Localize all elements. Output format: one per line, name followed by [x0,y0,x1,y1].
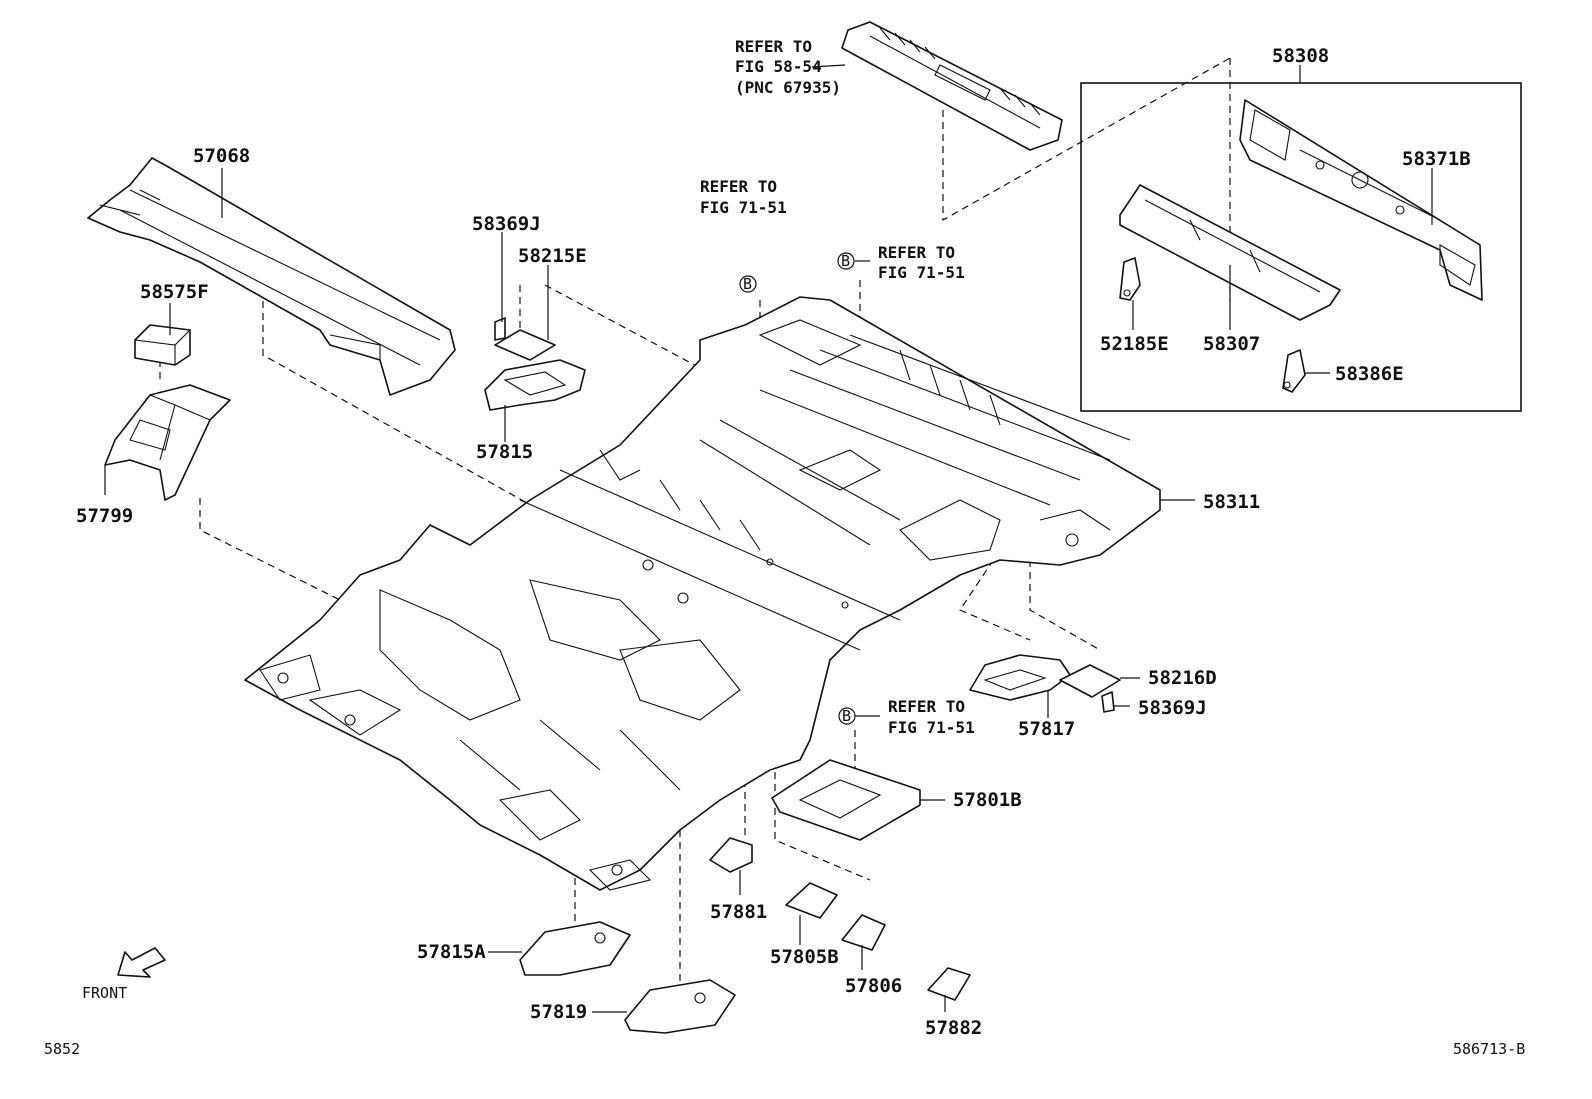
bracket-part-57799 [104,384,231,501]
rear-floor-pan-part-58311 [244,296,1161,891]
callout-57805B[interactable]: 57805B [770,946,839,968]
cross-member-part-57068 [87,157,456,396]
callout-58307[interactable]: 58307 [1203,333,1260,355]
callout-58386E[interactable]: 58386E [1335,363,1404,385]
callout-leaders [104,64,1433,1013]
svg-text:(PNC 67935): (PNC 67935) [735,78,841,97]
svg-text:FIG 71-51: FIG 71-51 [888,718,975,737]
ref-marker-right: B [837,252,855,270]
bracket-part-58386E [1282,349,1306,393]
callout-58575F[interactable]: 58575F [140,281,209,303]
front-arrow-icon [117,947,166,978]
svg-text:REFER TO: REFER TO [700,177,777,196]
bracket-part-52185E [1119,257,1141,301]
bracket-part-57815 [484,359,586,411]
svg-text:FIG 58-54: FIG 58-54 [735,57,822,76]
plate-part-58216D [1059,664,1121,698]
svg-text:REFER TO: REFER TO [888,697,965,716]
rear-scuff-plate-part [841,21,1063,151]
plate-part-58215E [494,329,556,361]
callout-57881[interactable]: 57881 [710,901,767,923]
svg-text:FIG 71-51: FIG 71-51 [700,198,787,217]
svg-text:REFER TO: REFER TO [878,243,955,262]
bracket-part-57881 [709,837,753,873]
callout-58308[interactable]: 58308 [1272,45,1329,67]
callout-58371B[interactable]: 58371B [1402,148,1471,170]
bracket-part-57819 [624,979,736,1034]
ref-marker-lower: B [838,707,856,725]
figure-code: 586713-B [1453,1040,1525,1058]
svg-text:B: B [841,252,850,270]
callout-57799[interactable]: 57799 [76,505,133,527]
callout-57819[interactable]: 57819 [530,1001,587,1023]
bracket-part-57817 [969,654,1071,701]
refer-note-mid[interactable]: REFER TO FIG 71-51 [700,177,787,217]
callout-57815[interactable]: 57815 [476,441,533,463]
bracket-part-57815A [519,921,631,976]
rear-floor-cross-member-part-58307 [1119,184,1341,321]
svg-text:FIG 71-51: FIG 71-51 [878,263,965,282]
bracket-part-57882 [927,967,971,1001]
bracket-part-57806 [841,914,886,951]
callout-57068[interactable]: 57068 [193,145,250,167]
subassembly-frame [1080,82,1522,412]
callout-57817[interactable]: 57817 [1018,718,1075,740]
bracket-part-57805B [785,882,838,919]
callout-58369J-top[interactable]: 58369J [472,213,541,235]
callout-57815A[interactable]: 57815A [417,941,486,963]
callout-57882[interactable]: 57882 [925,1017,982,1039]
callout-58216D[interactable]: 58216D [1148,667,1217,689]
refer-note-right[interactable]: REFER TO FIG 71-51 [878,243,965,282]
page-code: 5852 [44,1040,80,1058]
callout-58215E[interactable]: 58215E [518,245,587,267]
front-label: FRONT [82,984,127,1002]
clip-part-58369J-left [494,317,506,341]
callout-57806[interactable]: 57806 [845,975,902,997]
callout-58369J-right[interactable]: 58369J [1138,697,1207,719]
callout-52185E[interactable]: 52185E [1100,333,1169,355]
plate-part-57801B [771,759,921,841]
rear-cross-member-part-58371B [1239,99,1483,301]
callout-58311[interactable]: 58311 [1203,491,1260,513]
ref-marker-mid: B [739,275,757,293]
svg-text:B: B [842,707,851,725]
pad-part-58575F [134,324,191,366]
refer-note-top[interactable]: REFER TO FIG 58-54 (PNC 67935) [735,37,841,97]
refer-note-lower[interactable]: REFER TO FIG 71-51 [888,697,975,737]
svg-text:B: B [743,275,752,293]
callout-57801B[interactable]: 57801B [953,789,1022,811]
clip-part-58369J-right [1101,691,1115,713]
svg-text:REFER TO: REFER TO [735,37,812,56]
